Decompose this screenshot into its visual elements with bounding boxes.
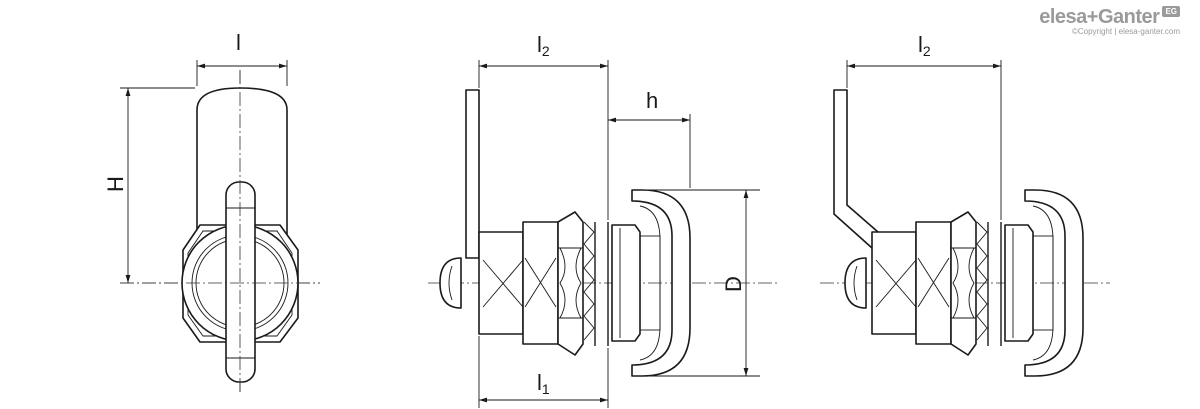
hex-nut-3 <box>950 211 977 356</box>
brand-copyright: ©Copyright | elesa-ganter.com <box>1071 27 1180 36</box>
dim-D-label: D <box>721 276 746 292</box>
dim-l-label: l <box>236 30 241 55</box>
shaft <box>478 231 524 335</box>
dome-screw <box>439 257 462 309</box>
cover-cap <box>631 189 691 377</box>
hex-nut-side <box>557 211 584 356</box>
cranked-cam-plate <box>833 89 879 249</box>
lock-washer <box>583 221 595 341</box>
side-view-cranked-cam: l2 <box>820 32 1110 377</box>
dim-l1-label: l1 <box>537 370 550 397</box>
side-view-flat-cam: l2 h D l1 <box>428 32 780 408</box>
shaft-3 <box>871 231 917 335</box>
brand-badge: EG <box>1162 6 1180 17</box>
front-view: l H <box>103 30 320 395</box>
dim-l2-label: l2 <box>537 32 550 59</box>
cover-cap-3 <box>1024 189 1084 377</box>
dome-screw-3 <box>844 257 867 309</box>
dim-H-label: H <box>103 176 128 192</box>
dim-h-label: h <box>646 88 658 113</box>
cam-plate <box>465 89 480 259</box>
brand-name: elesa+Ganter <box>1039 6 1160 28</box>
key-handle <box>225 181 256 383</box>
dim-l2-label-3: l2 <box>918 32 931 59</box>
cylinder-head-3 <box>1004 224 1034 342</box>
cylinder-head <box>611 224 641 342</box>
